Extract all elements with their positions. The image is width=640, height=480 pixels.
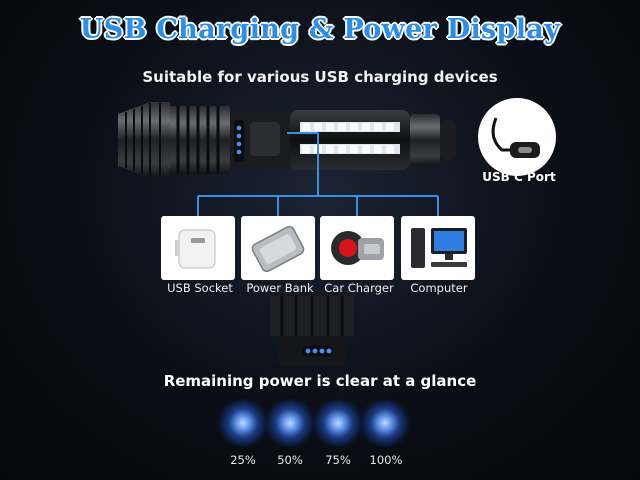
power-level-label: 50% xyxy=(277,453,303,467)
device-usb-socket xyxy=(161,216,235,280)
desktop-computer-icon xyxy=(411,228,467,268)
device-label-power-bank: Power Bank xyxy=(246,281,314,295)
device-car-charger xyxy=(320,216,394,280)
page-title: USB Charging & Power Display xyxy=(79,14,561,45)
power-level-label: 75% xyxy=(325,453,351,467)
wall-adapter-icon xyxy=(175,229,216,269)
power-indicator-75 xyxy=(311,399,365,447)
power-display-heading: Remaining power is clear at a glance xyxy=(163,372,477,390)
usb-c-port-label: USB C Port xyxy=(482,170,556,184)
device-label-computer: Computer xyxy=(410,281,468,295)
power-indicator-50 xyxy=(263,399,317,447)
device-label-usb-socket: USB Socket xyxy=(167,281,233,295)
usb-c-port-callout xyxy=(478,98,556,176)
power-level-label: 25% xyxy=(230,453,256,467)
power-indicator-100 xyxy=(358,399,412,447)
usb-c-cable-icon xyxy=(491,117,540,158)
flashlight-image xyxy=(118,102,456,178)
flashlight-handle-image xyxy=(270,296,354,366)
power-level-label: 100% xyxy=(369,453,403,467)
car-charger-icon xyxy=(331,231,384,265)
page-subtitle: Suitable for various USB charging device… xyxy=(142,68,498,86)
device-computer xyxy=(401,216,475,280)
device-label-car-charger: Car Charger xyxy=(324,281,394,295)
power-bank-icon xyxy=(251,225,305,273)
power-indicator-25 xyxy=(216,399,270,447)
device-power-bank xyxy=(241,216,315,280)
